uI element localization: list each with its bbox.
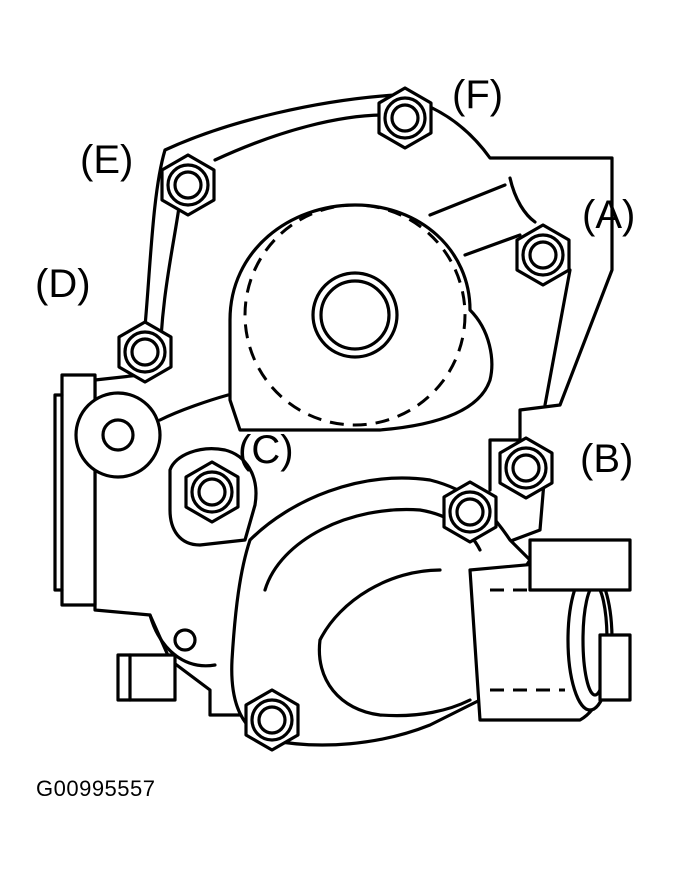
outlet-pipe-dashed (490, 588, 565, 692)
outlet-housing (230, 476, 532, 747)
bolt-a (515, 223, 571, 287)
bolt-washer (123, 330, 167, 374)
callout-d: (D) (35, 262, 91, 306)
bolt-d (117, 320, 173, 384)
bolt-group (117, 86, 571, 752)
left-pipe-stub (116, 653, 177, 702)
figure-id: G00995557 (36, 776, 156, 801)
bolt-center (390, 103, 420, 133)
left-boss-hole (101, 418, 135, 452)
callout-b: (B) (580, 437, 633, 481)
lower-mount-hole (173, 628, 197, 652)
bracket-b (488, 438, 522, 492)
flange-top-line (213, 113, 387, 162)
bolt-center (511, 453, 541, 483)
bolt-washer (190, 470, 234, 514)
bolt-center (130, 337, 160, 367)
shaft-inner-circle (319, 279, 391, 351)
left-port-neck (53, 393, 64, 592)
bolt-b (498, 436, 554, 500)
left-boss-link (158, 393, 230, 422)
callout-a: (A) (582, 193, 635, 237)
bolt-f (377, 86, 433, 150)
shaft-outer-circle (311, 271, 399, 359)
arm-bolt-a (428, 176, 572, 407)
bolt-g (442, 480, 498, 544)
bolt-center (528, 240, 558, 270)
bolt-washer (448, 490, 492, 534)
bolt-e (160, 153, 216, 217)
left-boss-outer (74, 391, 162, 479)
right-lower-stub (598, 633, 632, 702)
callout-c: (C) (238, 428, 294, 472)
impeller-dashed-circle (243, 203, 467, 427)
bolt-washer (250, 698, 294, 742)
callout-e: (E) (80, 138, 133, 182)
bolt-center (455, 497, 485, 527)
bolt-center (257, 705, 287, 735)
bolt-washer (504, 446, 548, 490)
bolt-center (197, 477, 227, 507)
bolt-h (244, 688, 300, 752)
right-upper-stub (528, 538, 632, 592)
bolt-center (173, 170, 203, 200)
bolt-washer (521, 233, 565, 277)
outlet-channel (317, 568, 472, 718)
bolt-c (184, 460, 240, 524)
bolt-washer (383, 96, 427, 140)
callout-f: (F) (452, 73, 503, 117)
bolt-washer (166, 163, 210, 207)
